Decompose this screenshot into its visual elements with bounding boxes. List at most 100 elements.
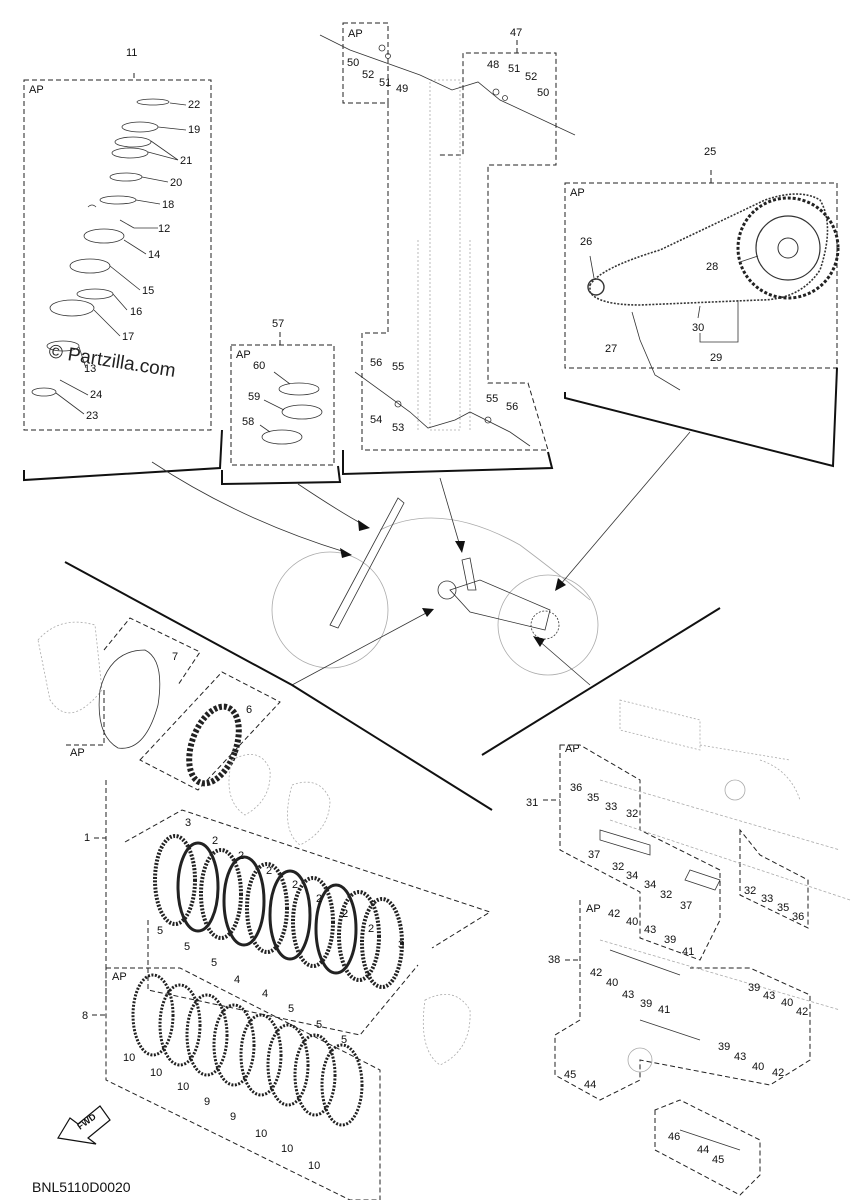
ap-label: AP bbox=[570, 187, 585, 199]
callout-c2d: 2 bbox=[292, 879, 298, 891]
callout-c22: 22 bbox=[188, 99, 200, 111]
panel-steering-bearing: AP bbox=[23, 73, 223, 482]
ap-label: AP bbox=[586, 903, 601, 915]
ap-label: AP bbox=[236, 349, 251, 361]
callout-c5c: 5 bbox=[211, 957, 217, 969]
callout-c16: 16 bbox=[130, 306, 142, 318]
callout-c39c: 39 bbox=[748, 982, 760, 994]
callout-c48: 48 bbox=[487, 59, 499, 71]
callout-c5d: 5 bbox=[288, 1003, 294, 1015]
callout-c43d: 43 bbox=[734, 1051, 746, 1063]
callout-c49: 49 bbox=[396, 83, 408, 95]
callout-c54: 54 bbox=[370, 414, 382, 426]
callout-c10a: 10 bbox=[123, 1052, 135, 1064]
callout-c53: 53 bbox=[392, 422, 404, 434]
callout-c15: 15 bbox=[142, 285, 154, 297]
callout-c8: 8 bbox=[82, 1010, 88, 1022]
callout-c7: 7 bbox=[172, 651, 178, 663]
callout-c32b: 32 bbox=[612, 861, 624, 873]
panel-oil-seal: AP bbox=[221, 332, 342, 486]
callout-c36a: 36 bbox=[570, 782, 582, 794]
callout-c5e: 5 bbox=[316, 1019, 322, 1031]
callout-c6: 6 bbox=[246, 704, 252, 716]
callout-c33a: 33 bbox=[605, 801, 617, 813]
callout-c52b: 52 bbox=[525, 71, 537, 83]
callout-c3b: 3 bbox=[398, 939, 404, 951]
callout-c59: 59 bbox=[248, 391, 260, 403]
callout-c41a: 41 bbox=[682, 946, 694, 958]
callout-c32c: 32 bbox=[660, 889, 672, 901]
callout-c27: 27 bbox=[605, 343, 617, 355]
fwd-arrow-icon: FWD bbox=[57, 1105, 111, 1145]
callout-c40c: 40 bbox=[781, 997, 793, 1009]
callout-c56a: 56 bbox=[370, 357, 382, 369]
callout-c42d: 42 bbox=[772, 1067, 784, 1079]
ap-label: AP bbox=[112, 971, 127, 983]
callout-c10e: 10 bbox=[281, 1143, 293, 1155]
callout-c40a: 40 bbox=[626, 916, 638, 928]
callout-c28: 28 bbox=[706, 261, 718, 273]
callout-c13: 13 bbox=[84, 363, 96, 375]
callout-c4a: 4 bbox=[234, 974, 240, 986]
callout-c1: 1 bbox=[84, 832, 90, 844]
callout-c21: 21 bbox=[180, 155, 192, 167]
callout-c58: 58 bbox=[242, 416, 254, 428]
motorcycle-silhouette bbox=[271, 497, 599, 676]
callout-c34a: 34 bbox=[626, 870, 638, 882]
ap-label: AP bbox=[565, 743, 580, 755]
callout-c52a: 52 bbox=[362, 69, 374, 81]
callout-c11: 11 bbox=[126, 47, 137, 59]
callout-c32d: 32 bbox=[744, 885, 756, 897]
callout-c5f: 5 bbox=[341, 1034, 347, 1046]
callout-c42b: 42 bbox=[590, 967, 602, 979]
callout-c46: 46 bbox=[668, 1131, 680, 1143]
callout-c2a: 2 bbox=[212, 835, 218, 847]
callout-c31: 31 bbox=[526, 797, 538, 809]
ap-label: AP bbox=[70, 747, 85, 759]
callout-c36b: 36 bbox=[792, 911, 804, 923]
panel-clutch: AP AP bbox=[37, 561, 721, 1200]
callout-c43c: 43 bbox=[763, 990, 775, 1002]
callout-c55b: 55 bbox=[486, 393, 498, 405]
ap-label: AP bbox=[29, 84, 44, 96]
callout-c35b: 35 bbox=[777, 902, 789, 914]
callout-c9a: 9 bbox=[204, 1096, 210, 1108]
callout-c44b: 44 bbox=[697, 1144, 709, 1156]
panel-transmission: AP AP bbox=[543, 699, 851, 1196]
callout-c40b: 40 bbox=[606, 977, 618, 989]
callout-c32a: 32 bbox=[626, 808, 638, 820]
callout-c24: 24 bbox=[90, 389, 102, 401]
diagram-code: BNL5110D0020 bbox=[32, 1179, 131, 1195]
callout-c42a: 42 bbox=[608, 908, 620, 920]
ap-label: AP bbox=[348, 28, 363, 40]
callout-c50a: 50 bbox=[347, 57, 359, 69]
callout-c55a: 55 bbox=[392, 361, 404, 373]
callout-c10b: 10 bbox=[150, 1067, 162, 1079]
callout-c39b: 39 bbox=[640, 998, 652, 1010]
callout-c2e: 2 bbox=[316, 893, 322, 905]
callout-c44a: 44 bbox=[584, 1079, 596, 1091]
callout-c43b: 43 bbox=[622, 989, 634, 1001]
callout-c33b: 33 bbox=[761, 893, 773, 905]
panel-front-fork: AP bbox=[319, 22, 576, 476]
callout-c39a: 39 bbox=[664, 934, 676, 946]
callout-c2h: 2 bbox=[342, 908, 348, 920]
callout-c57: 57 bbox=[272, 318, 284, 330]
clutch-plates bbox=[153, 834, 404, 989]
callout-c39d: 39 bbox=[718, 1041, 730, 1053]
panel-drive-chain: AP bbox=[564, 170, 840, 468]
callout-c50b: 50 bbox=[537, 87, 549, 99]
callout-c45b: 45 bbox=[712, 1154, 724, 1166]
callout-c37a: 37 bbox=[588, 849, 600, 861]
watermark: © Partzilla.com bbox=[47, 341, 177, 382]
callout-c18: 18 bbox=[162, 199, 174, 211]
callout-c25: 25 bbox=[704, 146, 716, 158]
callout-c40d: 40 bbox=[752, 1061, 764, 1073]
callout-c17: 17 bbox=[122, 331, 134, 343]
callout-c10f: 10 bbox=[308, 1160, 320, 1172]
callout-c2b: 2 bbox=[238, 850, 244, 862]
callout-c47: 47 bbox=[510, 27, 522, 39]
callout-c37b: 37 bbox=[680, 900, 692, 912]
callout-c29: 29 bbox=[710, 352, 722, 364]
